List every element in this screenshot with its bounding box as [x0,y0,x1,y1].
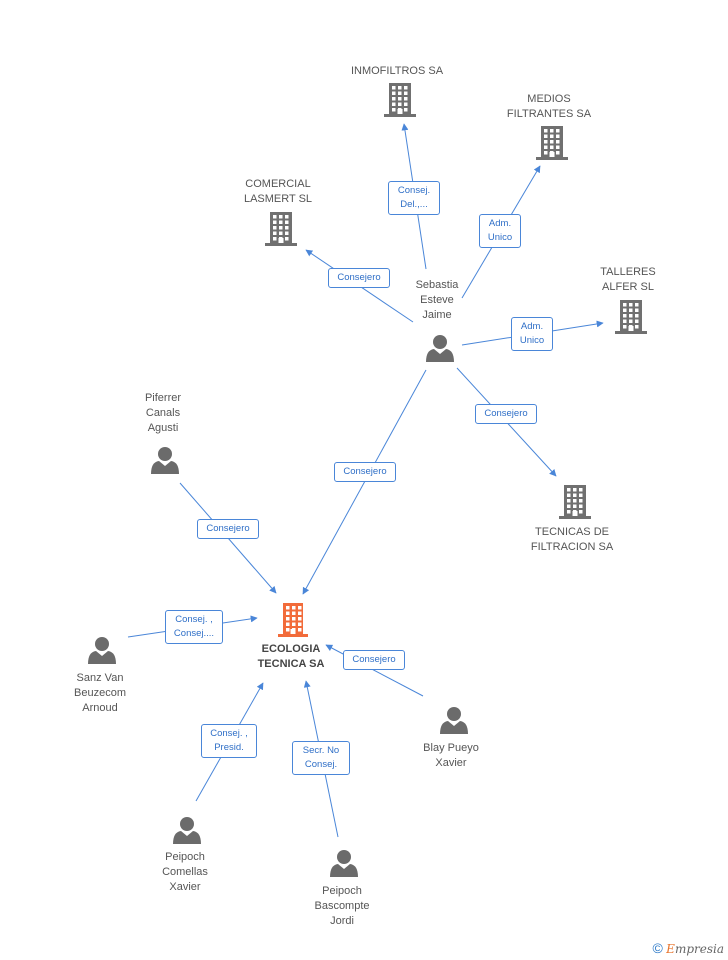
person-icon[interactable] [330,850,358,877]
node-label-sebastia[interactable]: Sebastia Esteve Jaime [415,279,459,321]
edge-label-sebastia-to-tecnicas[interactable]: Consejero [475,404,537,424]
person-icon[interactable] [173,817,201,844]
footer-brand: © Empresia [653,940,725,956]
edge-sebastia-to-ecologia [302,369,427,595]
node-label-inmofiltros[interactable]: INMOFILTROS SA [350,65,444,77]
node-label-sanz[interactable]: Sanz Van Beuzecom Arnoud [74,672,126,714]
edge-label-sebastia-to-inmofiltros[interactable]: Consej. Del.,... [388,181,440,215]
node-label-medios[interactable]: MEDIOS FILTRANTES SA [506,93,592,120]
node-label-peipoch_j[interactable]: Peipoch Bascompte Jordi [314,885,370,927]
edge-label-piferrer-to-ecologia[interactable]: Consejero [197,519,259,539]
person-icon[interactable] [88,637,116,664]
building-icon[interactable] [384,83,416,117]
person-icon[interactable] [426,335,454,362]
edge-label-sebastia-to-ecologia[interactable]: Consejero [334,462,396,482]
brand-logo: Empresia [666,942,724,956]
person-icon[interactable] [151,447,179,474]
edge-blay-to-ecologia [325,644,424,697]
building-icon[interactable] [265,212,297,246]
edge-label-peipoch_j-to-ecologia[interactable]: Secr. No Consej. [292,741,350,775]
copyright-icon: © [652,940,663,956]
building-icon[interactable] [615,300,647,334]
node-label-blay[interactable]: Blay Pueyo Xavier [423,742,479,769]
edge-label-sebastia-to-comercial[interactable]: Consejero [328,268,390,288]
building-icon[interactable] [536,126,568,160]
edge-label-peipoch_x-to-ecologia[interactable]: Consej. , Presid. [201,724,257,758]
edge-label-blay-to-ecologia[interactable]: Consejero [343,650,405,670]
edge-label-sebastia-to-medios[interactable]: Adm. Unico [479,214,521,248]
edge-label-sebastia-to-talleres[interactable]: Adm. Unico [511,317,553,351]
person-icon[interactable] [440,707,468,734]
node-label-piferrer[interactable]: Piferrer Canals Agusti [144,392,182,434]
node-label-ecologia[interactable]: ECOLOGIA TECNICA SA [257,643,325,670]
node-label-tecnicas[interactable]: TECNICAS DE FILTRACION SA [530,526,614,553]
node-label-comercial[interactable]: COMERCIAL LASMERT SL [243,178,313,205]
node-label-talleres[interactable]: TALLERES ALFER SL [600,266,656,293]
building-icon[interactable] [278,603,308,637]
node-label-peipoch_x[interactable]: Peipoch Comellas Xavier [162,851,208,893]
building-icon[interactable] [559,485,591,519]
edge-label-sanz-to-ecologia[interactable]: Consej. , Consej.... [165,610,223,644]
